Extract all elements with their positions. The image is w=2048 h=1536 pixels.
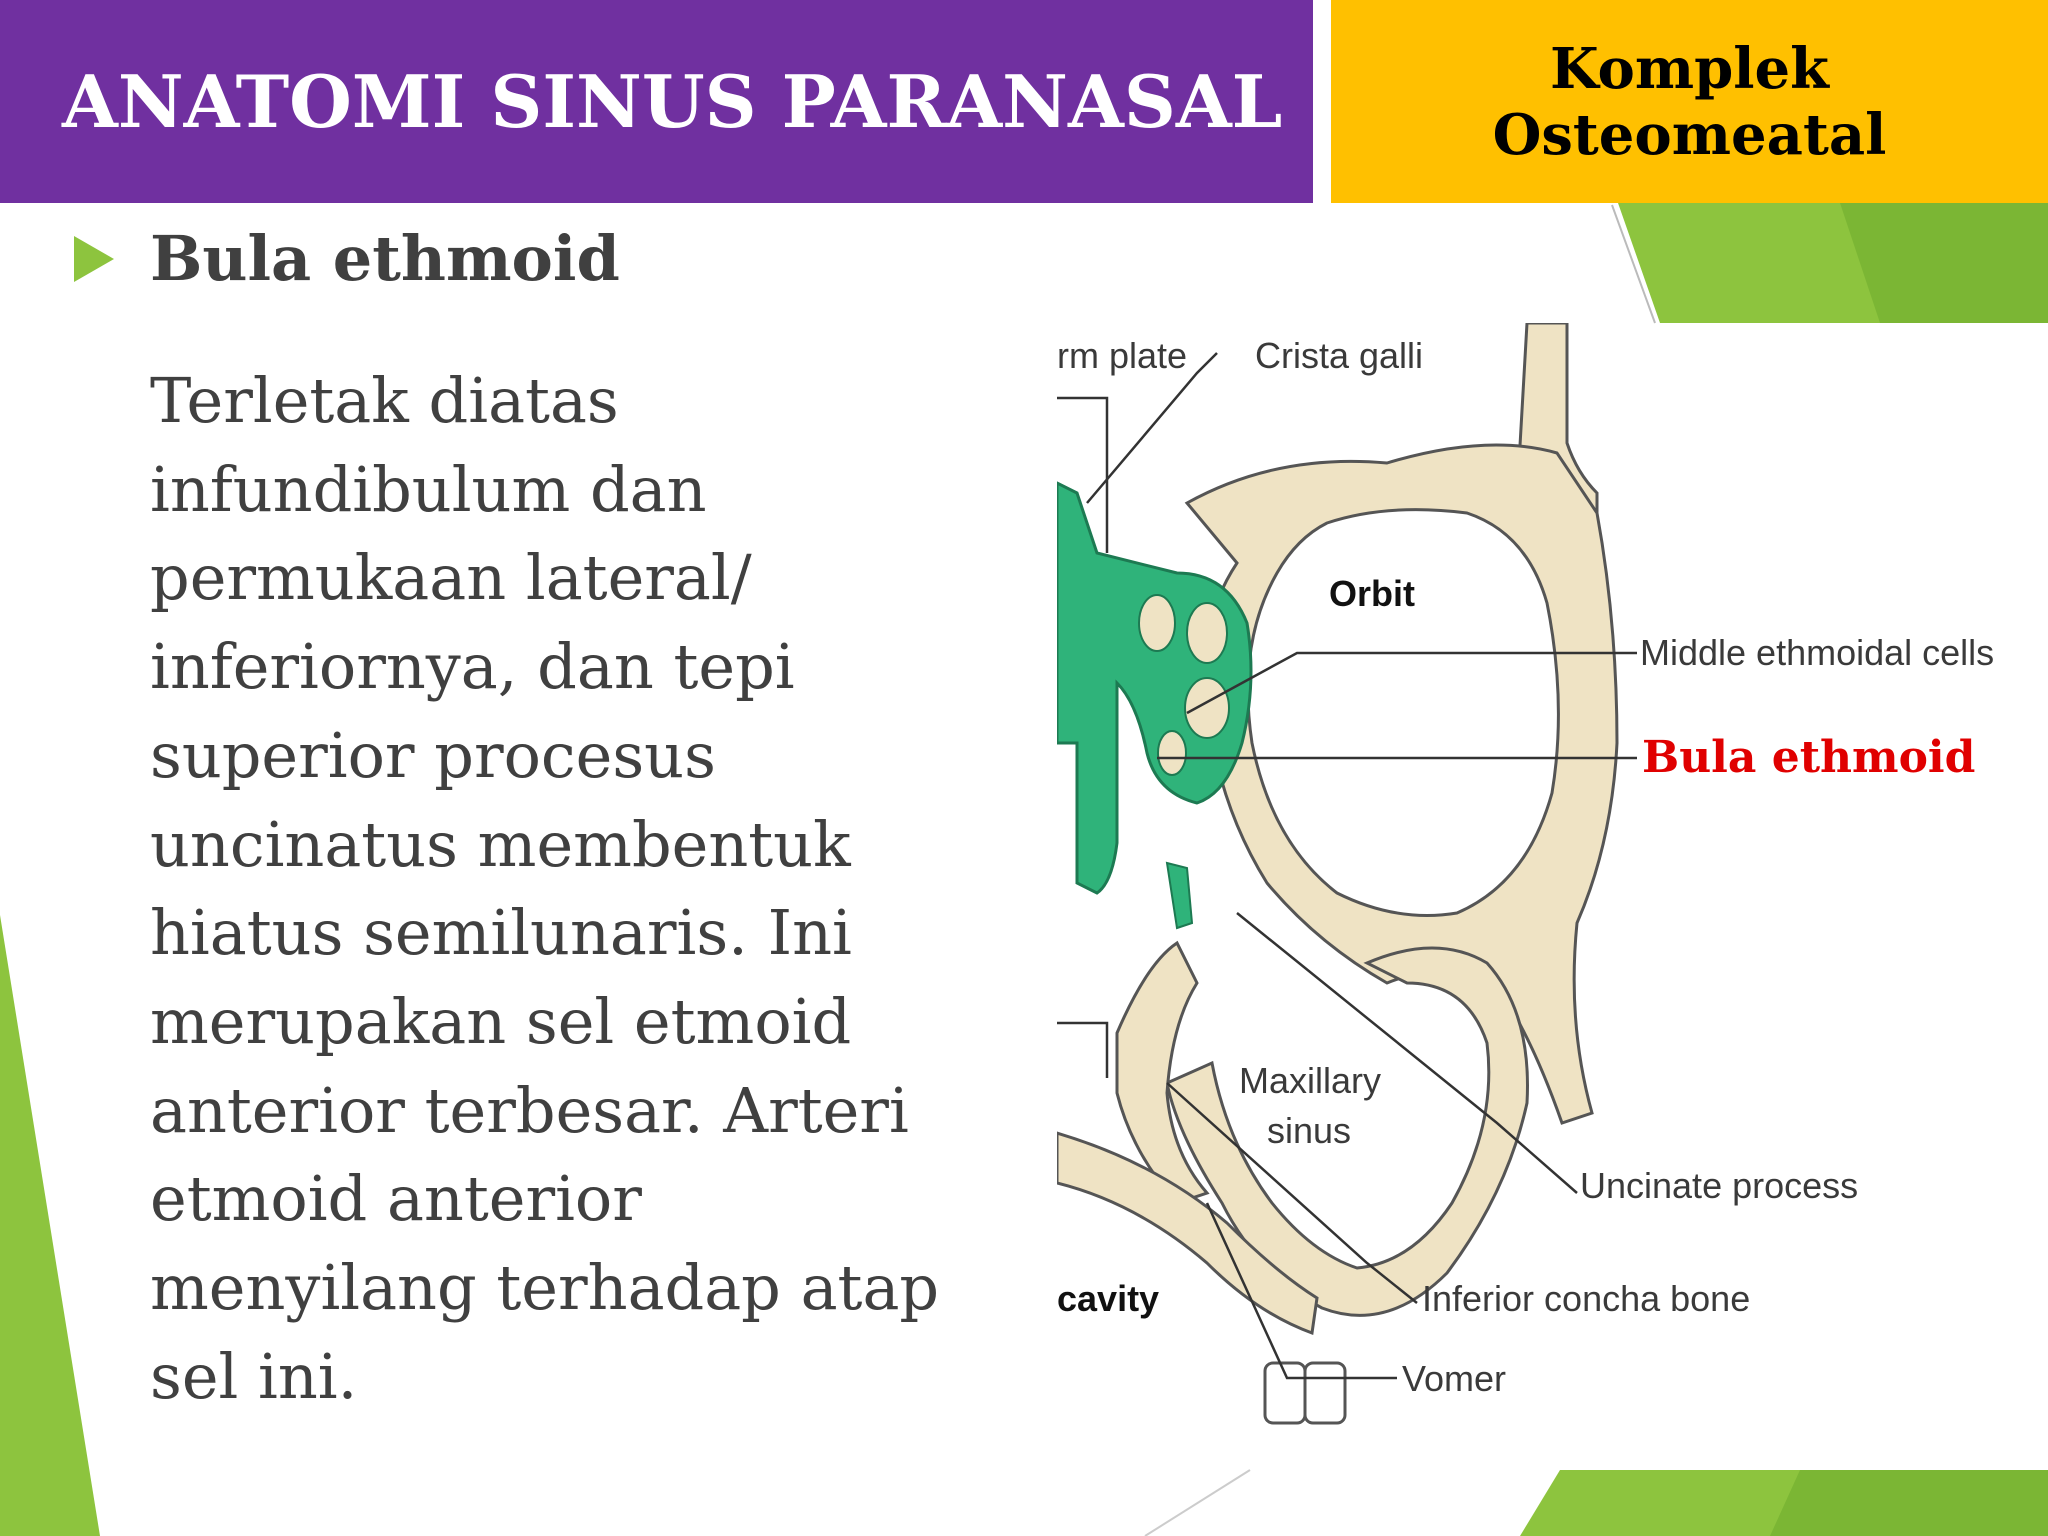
body-line: sel ini.	[150, 1339, 358, 1413]
anatomy-diagram: rm plate Crista galli Orbit Middle ethmo…	[1057, 323, 2048, 1438]
label-middle-ethmoidal: Middle ethmoidal cells	[1640, 632, 1994, 673]
vomer-outline	[1263, 1361, 1347, 1425]
anatomy-diagram-svg: rm plate Crista galli Orbit Middle ethmo…	[1057, 323, 1994, 1425]
body-line: anterior terbesar. Arteri	[150, 1073, 909, 1147]
leader-middle	[1186, 651, 1637, 715]
bullet-label: Bula ethmoid	[150, 222, 620, 295]
topic-tag-box: Komplek Osteomeatal	[1331, 0, 2048, 203]
topic-tag-line2: Osteomeatal	[1492, 101, 1887, 168]
leader-cavity	[1057, 1021, 1109, 1078]
body-line: merupakan sel etmoid	[150, 984, 852, 1058]
label-cavity: cavity	[1057, 1278, 1159, 1319]
floor-bone	[1057, 1131, 1319, 1336]
ethmoid-cell	[1138, 594, 1176, 652]
leader-crista	[1086, 352, 1218, 504]
body-line: etmoid anterior	[150, 1162, 642, 1236]
ethmoid-cell	[1184, 677, 1230, 739]
body-line: superior procesus	[150, 718, 716, 792]
inferior-concha-bone	[1115, 940, 1210, 1205]
label-inferior-concha: Inferior concha bone	[1422, 1278, 1750, 1319]
vomer-right	[1303, 1361, 1347, 1425]
label-orbit: Orbit	[1329, 573, 1415, 614]
label-sinus: sinus	[1267, 1110, 1351, 1151]
leader-cribriform	[1057, 396, 1109, 553]
leader-vomer	[1205, 1202, 1397, 1380]
label-maxillary: Maxillary	[1239, 1060, 1381, 1101]
slide-title: ANATOMI SINUS PARANASAL	[62, 59, 1283, 144]
ethmoid-cell-cluster	[1057, 481, 1253, 895]
topic-tag-line1: Komplek	[1550, 35, 1829, 102]
bone-structure	[1057, 323, 1619, 1336]
ethmoid-cell	[1186, 602, 1228, 664]
leader-inferior	[1166, 1082, 1418, 1304]
top-right-green-shape-dark	[1840, 203, 2048, 323]
maxillary-wall-bone	[1165, 946, 1529, 1317]
label-crista: Crista galli	[1255, 335, 1423, 376]
leader-lines	[1057, 352, 1637, 1380]
body-line: menyilang terhadap atap	[150, 1251, 940, 1325]
body-line: Terletak diatas	[150, 364, 619, 437]
label-uncinate: Uncinate process	[1580, 1165, 1858, 1206]
top-right-thin-line	[1611, 204, 1656, 324]
body-line: infundibulum dan	[150, 452, 707, 526]
ethmoid-cell	[1157, 730, 1187, 776]
body-line: permukaan lateral/	[150, 541, 752, 615]
bottom-right-green-shape-dark	[1770, 1470, 2048, 1536]
ethmoid-cells	[1057, 481, 1253, 895]
triangle-bullet-icon	[74, 235, 114, 282]
label-bula-ethmoid: Bula ethmoid	[1642, 732, 1975, 783]
label-vomer: Vomer	[1402, 1358, 1506, 1399]
leader-uncinate	[1236, 912, 1578, 1194]
uncinate-process-shape	[1165, 861, 1194, 930]
title-bar: ANATOMI SINUS PARANASAL	[0, 0, 1313, 203]
body-line: inferiornya, dan tepi	[150, 630, 795, 704]
label-cribriform: rm plate	[1057, 335, 1187, 376]
bottom-thin-line	[1144, 1469, 1251, 1536]
left-green-strip	[0, 915, 100, 1536]
orbit-frame-bone	[1184, 443, 1619, 1125]
body-paragraph: Terletak diatas infundibulum dan permuka…	[150, 357, 970, 1421]
bullet-heading: Bula ethmoid	[74, 222, 620, 295]
topic-tag: Komplek Osteomeatal	[1493, 36, 1887, 168]
body-line: uncinatus membentuk	[150, 807, 851, 881]
ethmoid-cell-holes	[1138, 594, 1230, 776]
body-line: hiatus semilunaris. Ini	[150, 896, 852, 970]
